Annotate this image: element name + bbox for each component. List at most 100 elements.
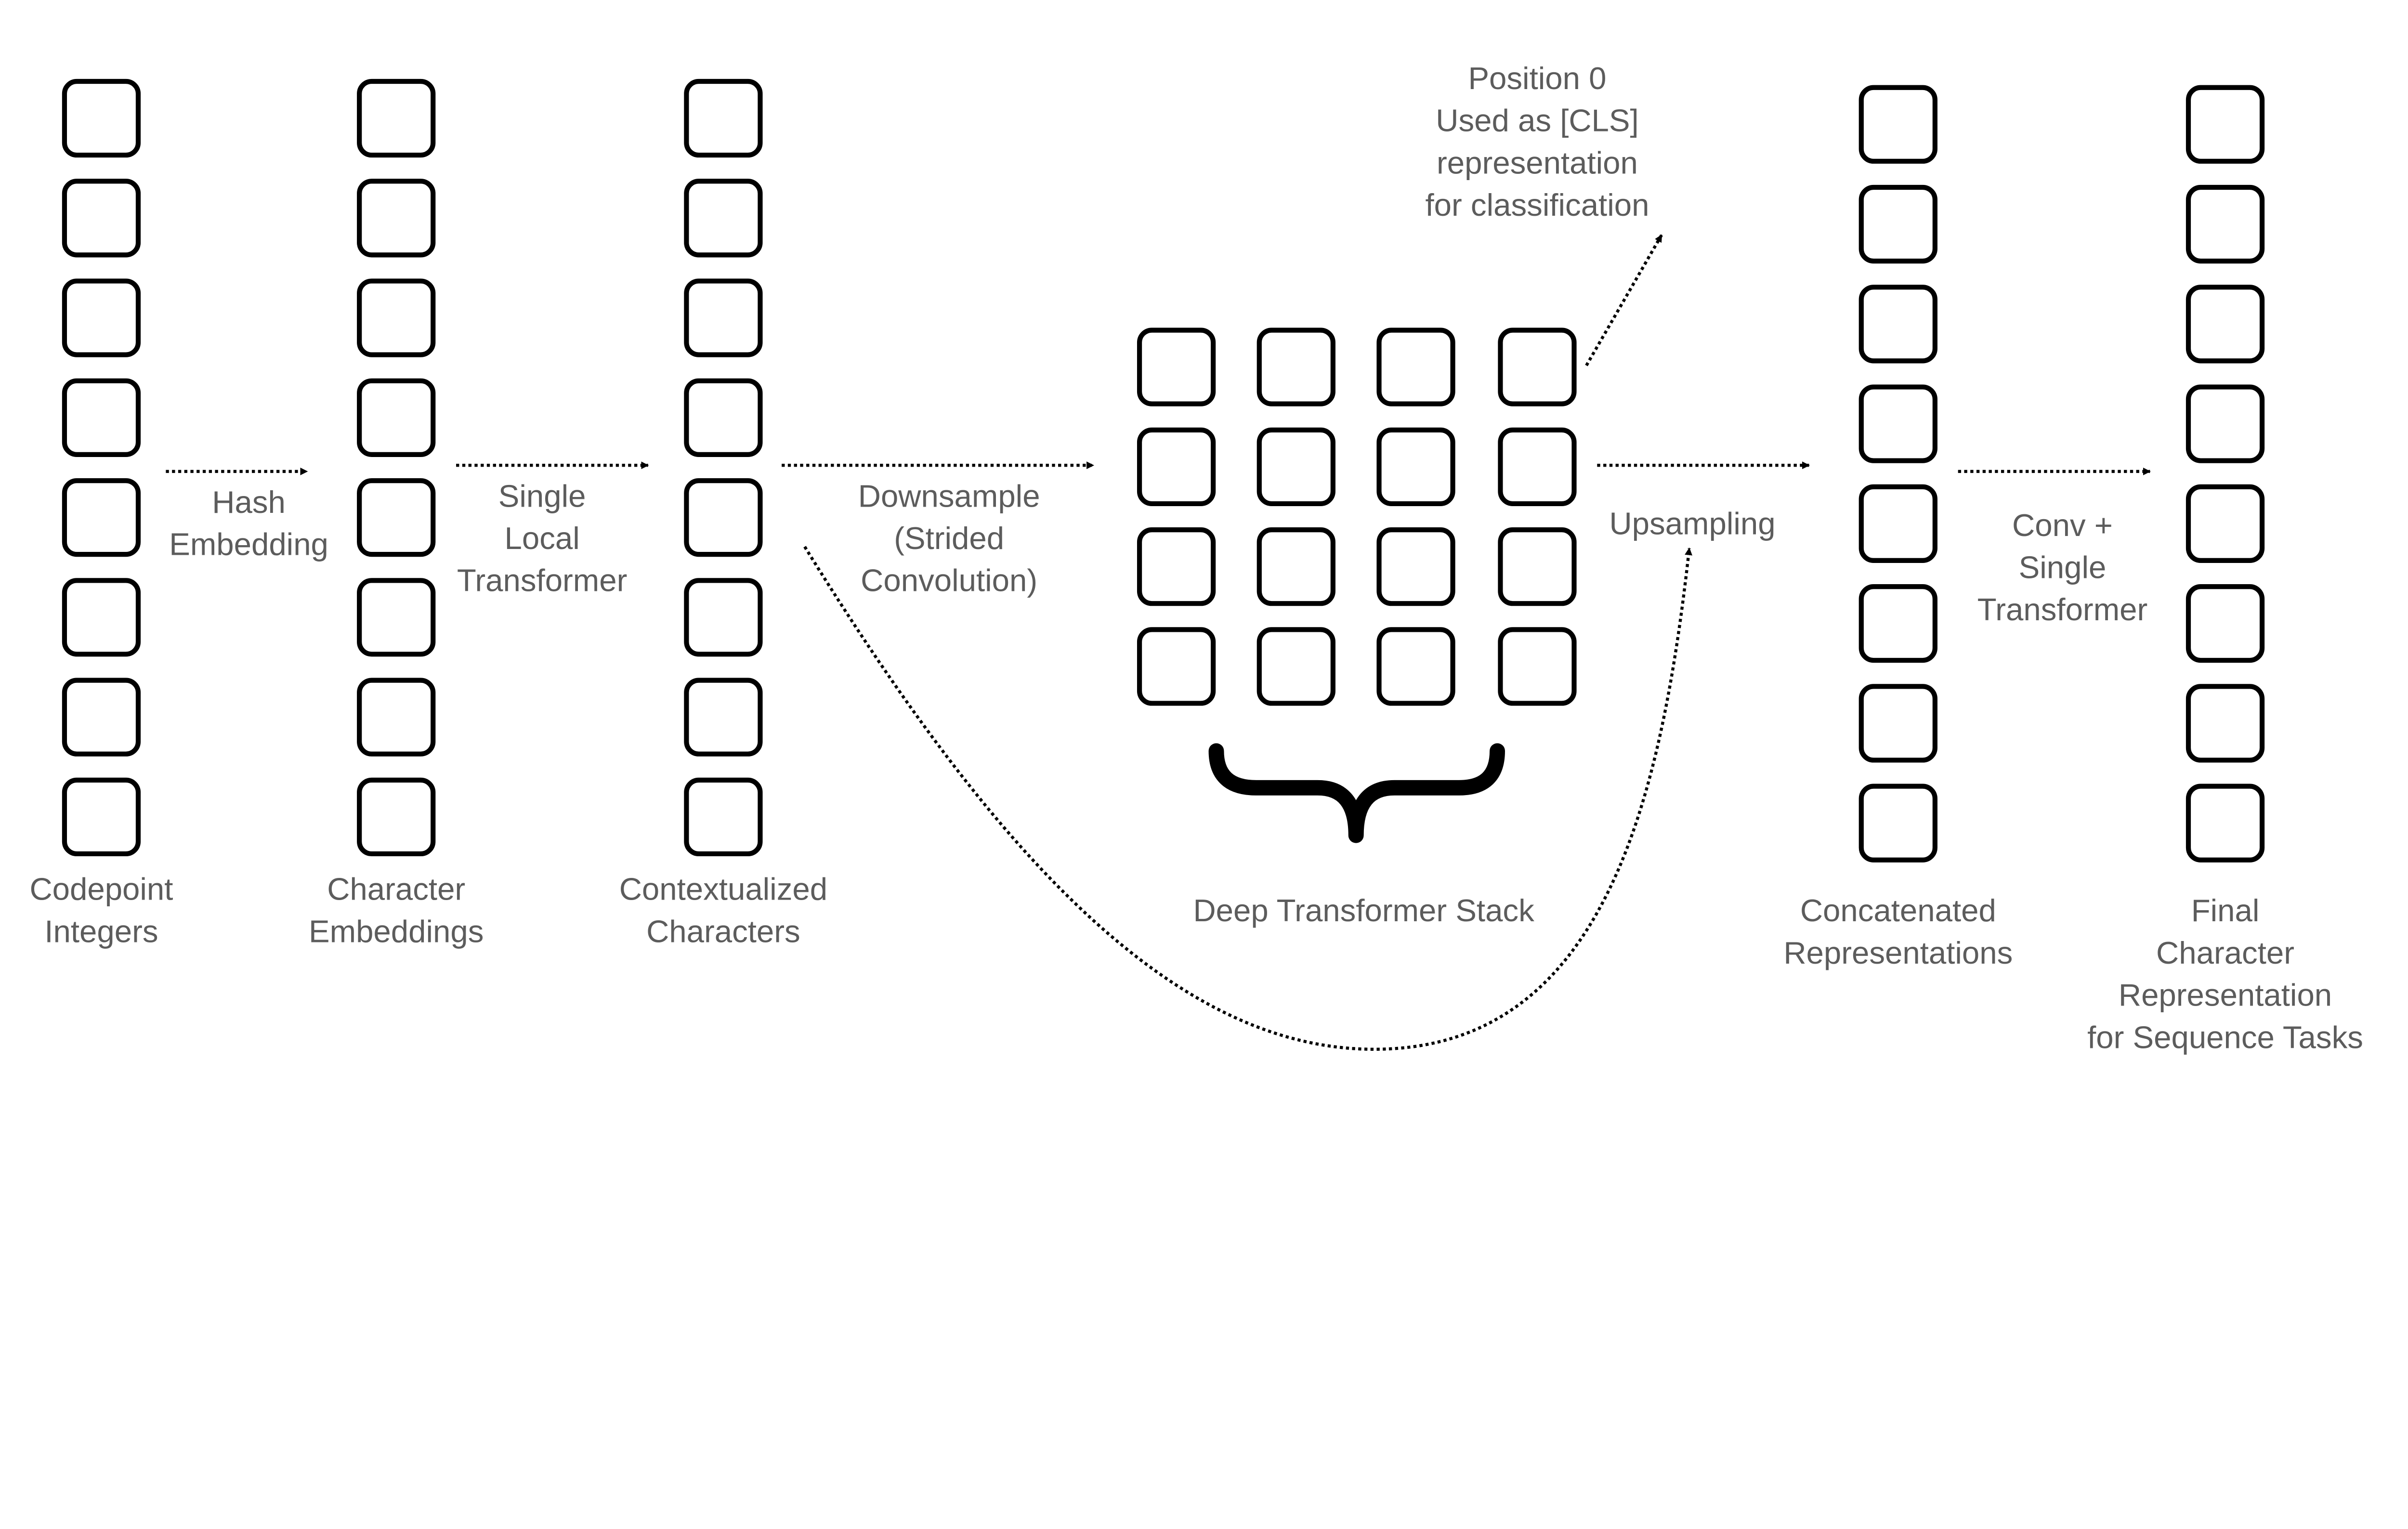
brace-icon	[1208, 743, 1505, 843]
column-codepoint-integers	[62, 78, 141, 857]
label-downsample-line: (Strided	[894, 521, 1004, 556]
column-contextualized-characters	[684, 78, 763, 857]
column-final-character-representation	[2186, 85, 2265, 863]
label-final-character-representation-line: Character	[2156, 935, 2294, 970]
representation-box	[1137, 427, 1216, 507]
representation-box	[1858, 784, 1937, 863]
label-cls-output-line: Position 0	[1468, 61, 1606, 96]
representation-box	[1498, 327, 1577, 406]
label-concatenated-representations-line: Representations	[1783, 935, 2013, 970]
label-single-local-transformer-line: Transformer	[457, 563, 627, 598]
representation-box	[357, 578, 436, 657]
label-character-embeddings-line: Embeddings	[309, 914, 484, 949]
representation-box	[684, 179, 763, 258]
representation-box	[1858, 85, 1937, 164]
label-cls-output: Position 0 Used as [CLS] representation for…	[1425, 61, 1649, 222]
representation-box	[1858, 584, 1937, 663]
representation-box	[1858, 184, 1937, 264]
representation-box	[1376, 327, 1455, 406]
label-cls-output-line: Used as [CLS]	[1436, 103, 1638, 138]
representation-box	[62, 378, 141, 457]
label-concatenated-representations-line: Concatenated	[1800, 893, 1996, 928]
representation-box	[1498, 427, 1577, 507]
representation-box	[2186, 484, 2265, 563]
label-conv-single-transformer-line: Single	[2019, 550, 2107, 585]
representation-box	[1858, 384, 1937, 463]
label-upsampling: Upsampling	[1609, 506, 1775, 541]
representation-box	[1858, 684, 1937, 763]
label-conv-single-transformer-line: Conv +	[2012, 508, 2113, 543]
representation-box	[2186, 684, 2265, 763]
representation-box	[357, 78, 436, 158]
representation-box	[62, 777, 141, 857]
representation-box	[684, 78, 763, 158]
label-character-embeddings-line: Character	[327, 872, 465, 907]
representation-box	[684, 578, 763, 657]
label-contextualized-characters-line: Contextualized	[619, 872, 827, 907]
label-hash-embedding-line: Hash	[212, 484, 286, 520]
label-upsampling-line: Upsampling	[1609, 506, 1775, 541]
label-conv-single-transformer-line: Transformer	[1977, 592, 2147, 627]
label-codepoint-integers-line: Codepoint	[29, 872, 173, 907]
representation-box	[2186, 384, 2265, 463]
representation-box	[684, 678, 763, 757]
representation-box	[62, 179, 141, 258]
representation-box	[2186, 285, 2265, 364]
label-downsample-line: Convolution)	[861, 563, 1037, 598]
representation-box	[62, 278, 141, 357]
label-hash-embedding-line: Embedding	[169, 527, 328, 562]
label-final-character-representation-line: for Sequence Tasks	[2087, 1019, 2363, 1055]
representation-box	[1858, 484, 1937, 563]
column-deep-transformer-stack	[1137, 327, 1577, 706]
representation-box	[684, 478, 763, 557]
representation-box	[2186, 184, 2265, 264]
arrow-cls-output	[1585, 234, 1663, 366]
column-concatenated-representations	[1858, 85, 1937, 863]
representation-box	[2186, 85, 2265, 164]
representation-box	[1256, 627, 1335, 706]
arrow-residual-skip	[803, 546, 1692, 1051]
label-cls-output-line: representation	[1437, 145, 1638, 180]
label-single-local-transformer-line: Single	[498, 478, 586, 513]
representation-box	[62, 678, 141, 757]
representation-box	[1376, 627, 1455, 706]
representation-box	[684, 777, 763, 857]
representation-box	[357, 378, 436, 457]
representation-box	[684, 378, 763, 457]
representation-box	[357, 678, 436, 757]
representation-box	[2186, 784, 2265, 863]
representation-box	[357, 478, 436, 557]
representation-box	[357, 278, 436, 357]
representation-box	[1498, 627, 1577, 706]
representation-box	[684, 278, 763, 357]
representation-box	[2186, 584, 2265, 663]
representation-box	[62, 478, 141, 557]
label-codepoint-integers-line: Integers	[44, 914, 158, 949]
representation-box	[1256, 427, 1335, 507]
label-final-character-representation-line: Representation	[2119, 978, 2332, 1013]
label-final-character-representation-line: Final	[2191, 893, 2260, 928]
representation-box	[1376, 427, 1455, 507]
representation-box	[62, 578, 141, 657]
representation-box	[1376, 527, 1455, 606]
representation-box	[1137, 527, 1216, 606]
representation-box	[357, 777, 436, 857]
column-character-embeddings	[357, 78, 436, 857]
label-deep-transformer-stack: Deep Transformer Stack	[1193, 893, 1534, 928]
label-downsample-line: Downsample	[858, 478, 1040, 513]
representation-box	[62, 78, 141, 158]
label-deep-transformer-stack-line: Deep Transformer Stack	[1193, 893, 1534, 928]
representation-box	[1256, 527, 1335, 606]
representation-box	[1137, 327, 1216, 406]
representation-box	[1256, 327, 1335, 406]
label-contextualized-characters-line: Characters	[646, 914, 800, 949]
label-cls-output-line: for classification	[1425, 187, 1649, 222]
